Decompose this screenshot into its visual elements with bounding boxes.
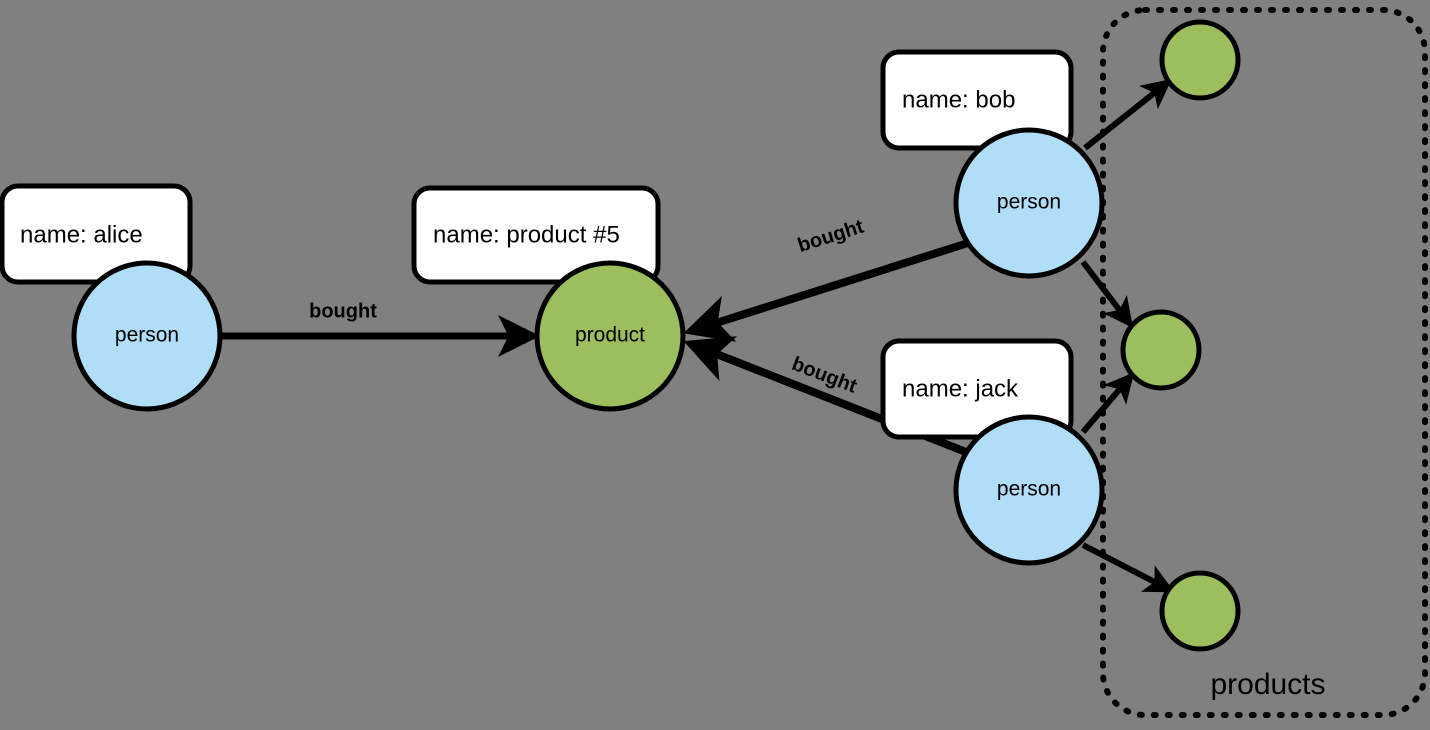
edge-bob-bought-product (683, 239, 970, 342)
property-box-text-product_main: name: product #5 (433, 221, 620, 248)
edge-label-alice-bought-product: bought (309, 300, 377, 322)
node-product_bottom[interactable] (1159, 570, 1241, 652)
edge-bob-to-product-top (1083, 78, 1172, 151)
node-label-bob: person (997, 191, 1061, 214)
products-group-label: products (1210, 668, 1325, 701)
property-box-text-bob: name: bob (902, 86, 1015, 113)
property-box-text-jack: name: jack (902, 375, 1019, 402)
edge-bob-to-product-mid (1080, 260, 1134, 328)
node-label-jack: person (997, 478, 1061, 501)
edge-label-bob-bought-product: bought (795, 216, 867, 257)
nodes-layer: person product person person (71, 19, 1241, 652)
property-box-text-alice: name: alice (20, 221, 143, 248)
edge-label-jack-bought-product: bought (789, 353, 860, 398)
node-alice[interactable] (71, 260, 223, 412)
property-box-bob (880, 49, 1074, 151)
node-product_main[interactable] (534, 260, 686, 412)
node-product_top[interactable] (1159, 19, 1241, 101)
products-group: products (1100, 7, 1428, 718)
node-label-product_main: product (575, 324, 645, 347)
edge-jack-to-product-mid (1080, 372, 1135, 434)
node-bob[interactable] (953, 127, 1105, 279)
node-jack[interactable] (953, 414, 1105, 566)
products-group-border (1100, 7, 1428, 718)
property-box-product_main (411, 185, 661, 285)
node-label-alice: person (115, 324, 179, 347)
property-boxes-layer: name: alice name: product #5 name: bob name… (0, 49, 1074, 440)
edge-jack-to-product-bottom (1081, 542, 1175, 593)
node-product_mid[interactable] (1120, 309, 1202, 391)
